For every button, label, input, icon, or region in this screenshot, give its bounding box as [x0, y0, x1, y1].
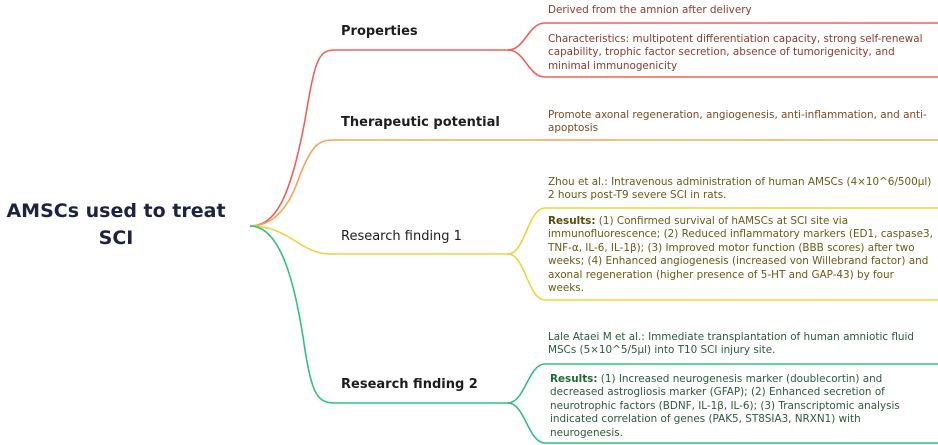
finding1-leaf-results: Results: (1) Confirmed survival of hAMSC… — [548, 215, 933, 295]
connector-therapeutic — [249, 139, 938, 227]
results-label: Results: — [548, 215, 596, 227]
root-topic: AMSCs used to treat SCI — [6, 200, 226, 249]
therapeutic-leaf: Promote axonal regeneration, angiogenesi… — [548, 109, 927, 135]
results-text: (1) Confirmed survival of hAMSCs at SCI … — [548, 215, 933, 295]
connector-finding1 — [249, 225, 510, 255]
connector-finding1-leaf-1 — [507, 207, 938, 255]
connector-finding2-leaf-1 — [507, 363, 938, 404]
connector-properties — [249, 49, 510, 227]
connector-finding2 — [249, 225, 510, 404]
connector-finding2-leaf-2 — [507, 402, 938, 444]
properties-leaf-origin: Derived from the amnion after delivery — [548, 4, 752, 16]
branch-therapeutic-potential: Therapeutic potential — [341, 115, 500, 130]
connector-properties-leaf-1 — [507, 22, 938, 51]
connector-finding1-leaf-2 — [507, 253, 938, 301]
properties-leaf-characteristics: Characteristics: multipotent differentia… — [548, 33, 923, 72]
branch-research-finding-1: Research finding 1 — [341, 229, 462, 244]
finding1-leaf-method: Zhou et al.: Intravenous administration … — [548, 176, 932, 202]
results-label: Results: — [550, 373, 598, 385]
results-text: (1) Increased neurogenesis marker (doubl… — [550, 373, 900, 439]
connector-properties-leaf-2 — [507, 49, 938, 78]
finding2-leaf-method: Lale Ataei M et al.: Immediate transplan… — [548, 331, 914, 357]
finding2-leaf-results: Results: (1) Increased neurogenesis mark… — [550, 373, 935, 440]
branch-properties: Properties — [341, 24, 418, 39]
branch-research-finding-2: Research finding 2 — [341, 377, 478, 392]
